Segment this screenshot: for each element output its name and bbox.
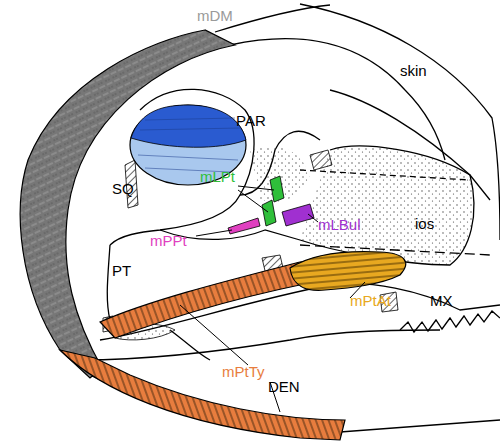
part-label: mPPt bbox=[150, 232, 187, 249]
part-label: mDM bbox=[197, 7, 233, 24]
part-label: mLPt bbox=[200, 168, 235, 185]
part-label: SQ bbox=[112, 180, 134, 197]
part-label: PAR bbox=[236, 112, 266, 129]
part-label: DEN bbox=[268, 378, 300, 395]
part-label: mLBul bbox=[318, 216, 361, 233]
part-label: MX bbox=[430, 292, 453, 309]
part-label: PT bbox=[112, 262, 131, 279]
part-label: mPtAt bbox=[350, 292, 391, 309]
part-label: skin bbox=[400, 62, 427, 79]
part-label: mPtTy bbox=[222, 363, 265, 380]
part-label: ios bbox=[415, 215, 434, 232]
